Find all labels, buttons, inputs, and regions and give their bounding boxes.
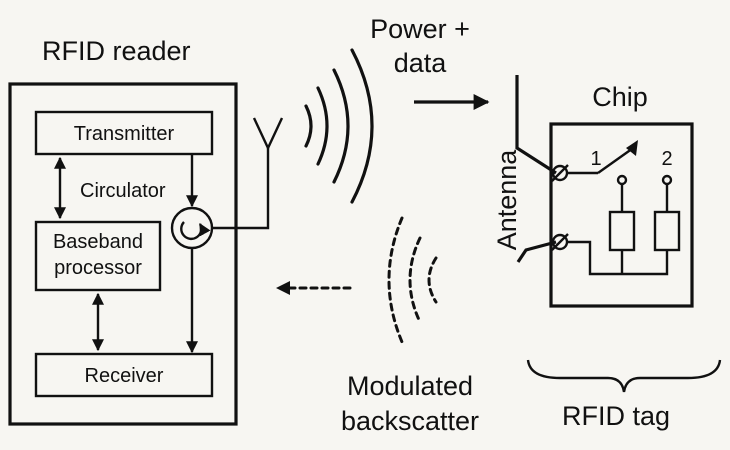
backscatter-arrow-head xyxy=(276,281,290,295)
reader-enclosure xyxy=(8,82,238,426)
forward-wave-3 xyxy=(332,68,350,184)
transmitter-block xyxy=(34,110,214,156)
reader-title: RFID reader xyxy=(42,36,191,66)
circulator-label: Circulator xyxy=(80,180,166,202)
forward-label-line2: data xyxy=(394,48,448,78)
backscatter-label-line1: Modulated xyxy=(347,371,473,401)
chip-bottom-bus xyxy=(567,240,669,276)
chip-terminal-top-mark xyxy=(551,164,569,182)
tag-antenna-label: Antenna xyxy=(492,149,522,251)
forward-wave-4 xyxy=(350,48,374,204)
baseband-processor-block xyxy=(34,220,162,292)
tag-antenna-lower-wire xyxy=(516,240,557,263)
chip-pin-2-label: 2 xyxy=(661,148,672,170)
tag-antenna-upper-wire xyxy=(515,75,557,175)
chip-load-2 xyxy=(653,210,681,252)
chip-load-1 xyxy=(608,210,636,252)
forward-label-line1: Power + xyxy=(370,14,470,44)
circulator-symbol xyxy=(170,206,214,250)
circulator-rotation-arrow xyxy=(180,221,211,241)
receiver-block xyxy=(34,352,214,398)
chip-pin-1-label: 1 xyxy=(590,148,601,170)
baseband-label-line1: Baseband xyxy=(53,231,143,253)
baseband-label-line2: processor xyxy=(54,257,142,279)
chip-terminal-bottom-mark xyxy=(551,233,569,251)
rfid-tag-label: RFID tag xyxy=(562,401,670,431)
forward-wave-1 xyxy=(304,104,313,148)
chip-outline xyxy=(549,122,694,308)
chip-contact-2 xyxy=(661,174,673,186)
reader-antenna-icon xyxy=(252,117,284,151)
backscatter-wave-3 xyxy=(387,216,404,344)
transmitter-label: Transmitter xyxy=(74,123,175,145)
rfid-tag-brace xyxy=(526,359,722,393)
chip-contact-1 xyxy=(616,174,628,186)
backscatter-wave-1 xyxy=(427,256,438,304)
chip-label: Chip xyxy=(592,82,648,112)
antenna-feed-line xyxy=(212,148,270,230)
forward-wave-2 xyxy=(316,86,329,166)
backscatter-label-line2: backscatter xyxy=(341,406,479,436)
receiver-label: Receiver xyxy=(85,365,164,387)
chip-switch-arrow xyxy=(626,140,638,156)
backscatter-wave-2 xyxy=(408,236,422,324)
